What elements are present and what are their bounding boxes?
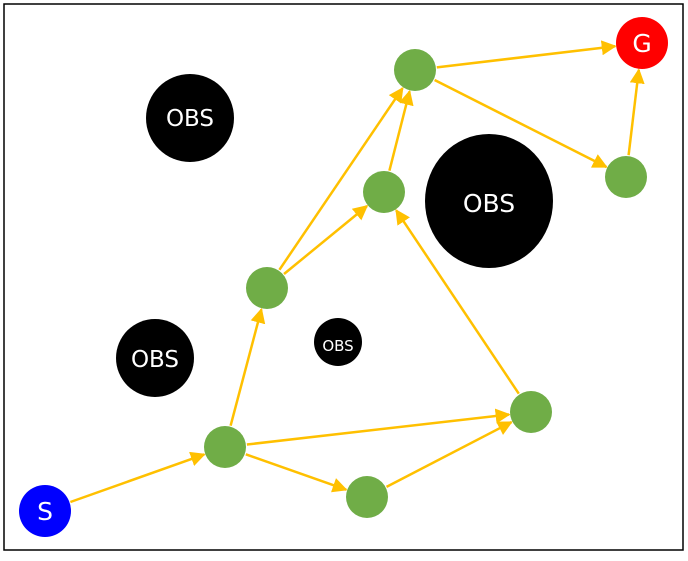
obstacle-3: OBS bbox=[116, 319, 194, 397]
waypoint-node bbox=[246, 267, 288, 309]
obstacle-2-label: OBS bbox=[463, 189, 515, 218]
edge-n4-n5 bbox=[388, 89, 414, 172]
edge-n3-n4 bbox=[283, 205, 369, 275]
edge-layer bbox=[69, 40, 645, 504]
edge-n5-n6 bbox=[434, 78, 608, 169]
edge-n1-n8 bbox=[246, 408, 511, 446]
obstacle-layer: OBS OBS OBS OBS bbox=[116, 74, 553, 397]
waypoint-node bbox=[394, 49, 436, 91]
goal-node: G bbox=[616, 17, 668, 69]
edge-S-n1 bbox=[69, 451, 206, 504]
goal-label: G bbox=[632, 29, 651, 58]
start-label: S bbox=[37, 497, 53, 526]
waypoint-node bbox=[605, 156, 647, 198]
waypoint-node bbox=[204, 426, 246, 468]
waypoint-node bbox=[346, 476, 388, 518]
edge-n8-n4 bbox=[395, 209, 520, 395]
waypoint-node bbox=[363, 171, 405, 213]
edge-n6-G bbox=[627, 68, 645, 156]
obstacle-1: OBS bbox=[146, 74, 234, 162]
edge-n3-n5 bbox=[278, 86, 404, 271]
diagram-border bbox=[3, 3, 684, 551]
node-layer: S G bbox=[19, 17, 668, 537]
edge-n5-G bbox=[436, 40, 617, 69]
edge-n2-n8 bbox=[385, 420, 513, 489]
obstacle-1-label: OBS bbox=[166, 106, 214, 132]
edge-n1-n3 bbox=[229, 307, 266, 427]
obstacle-2: OBS bbox=[425, 134, 553, 268]
edge-n1-n2 bbox=[245, 453, 348, 493]
waypoint-node bbox=[510, 391, 552, 433]
start-node: S bbox=[19, 485, 71, 537]
obstacle-4-label: OBS bbox=[322, 337, 353, 355]
obstacle-3-label: OBS bbox=[131, 347, 179, 373]
obstacle-4: OBS bbox=[314, 318, 362, 366]
